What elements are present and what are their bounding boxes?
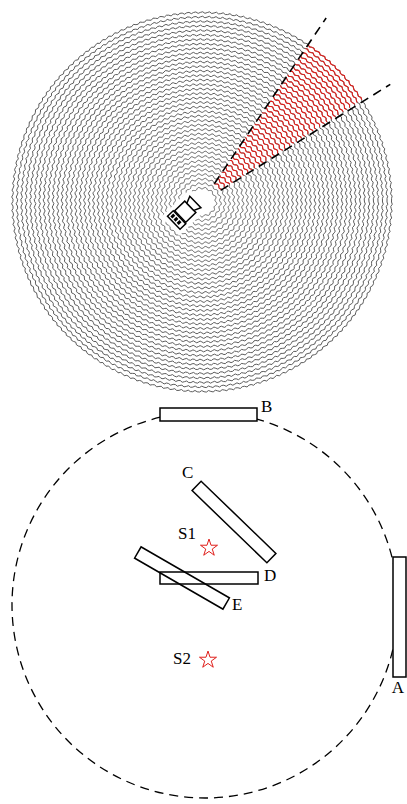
- wave-ring: [138, 138, 267, 267]
- wave-ring: [43, 43, 361, 361]
- sector-ring: [275, 94, 313, 131]
- wave-ring: [106, 106, 298, 298]
- panel-d: [160, 572, 258, 584]
- panel-b: [160, 408, 257, 421]
- wave-ring: [156, 156, 249, 249]
- wave-ring: [61, 61, 343, 343]
- sector-ring: [273, 96, 308, 134]
- wave-ring: [102, 102, 303, 303]
- wave-ring: [115, 115, 289, 289]
- part-label: S1: [177, 525, 197, 543]
- sector-ring: [218, 179, 225, 188]
- boundary-circle: [12, 412, 398, 798]
- wave-ring: [16, 16, 388, 387]
- sector-ring: [268, 105, 302, 139]
- panel-c: [192, 481, 276, 563]
- part-label: A: [391, 679, 405, 697]
- source-star: [199, 651, 216, 667]
- sector-ring: [214, 184, 221, 190]
- film-hole: [177, 220, 182, 225]
- sector-lines: [214, 18, 390, 190]
- wave-ring: [147, 147, 258, 258]
- part-label: E: [231, 596, 243, 614]
- wave-ring: [57, 57, 348, 348]
- wave-ring: [25, 25, 379, 379]
- sector-ring: [278, 90, 316, 130]
- wave-ring: [52, 52, 352, 352]
- wave-ring: [48, 48, 357, 357]
- sector-ring: [227, 165, 241, 177]
- wave-ring: [93, 93, 312, 312]
- film-strip: [168, 211, 186, 230]
- icon-ground: [161, 189, 208, 235]
- part-label: S2: [172, 650, 192, 668]
- wave-ring: [151, 151, 253, 253]
- sector-ring: [306, 49, 358, 103]
- sector-ring: [230, 161, 244, 176]
- sector-ring: [308, 44, 361, 99]
- source-star: [200, 539, 217, 555]
- film-hole: [170, 214, 175, 219]
- source-stars: [199, 539, 217, 667]
- sector-edge: [214, 18, 326, 184]
- wave-ring: [34, 34, 370, 370]
- wave-ring: [21, 21, 383, 384]
- wave-ring: [75, 75, 330, 330]
- sector-ring: [282, 83, 324, 124]
- wave-ring: [84, 84, 321, 321]
- camera-icon: [161, 189, 208, 235]
- wave-ring: [111, 111, 294, 294]
- wave-ring: [12, 12, 393, 392]
- wave-rings: [12, 12, 393, 392]
- wave-ring: [124, 124, 280, 280]
- sector-ring: [233, 156, 248, 172]
- panel-a: [393, 557, 406, 677]
- wave-ring: [133, 133, 271, 271]
- wave-ring: [30, 30, 375, 375]
- wave-ring: [66, 66, 339, 339]
- wave-ring: [120, 120, 285, 285]
- wave-ring: [160, 160, 244, 244]
- sector-ring: [266, 108, 297, 142]
- part-label: C: [181, 464, 194, 482]
- film-hole: [173, 217, 178, 222]
- sector-ring: [225, 167, 236, 180]
- sector-ring: [270, 101, 305, 136]
- sector-ring: [281, 85, 320, 126]
- part-label: D: [263, 567, 277, 585]
- wave-ring: [70, 70, 334, 334]
- wave-ring: [79, 79, 325, 325]
- wave-ring: [39, 39, 366, 366]
- wave-ring: [142, 142, 262, 262]
- wave-ring: [129, 129, 276, 276]
- panel-e: [135, 547, 230, 609]
- wave-ring: [88, 88, 316, 316]
- sector-edge: [221, 84, 391, 190]
- wave-ring: [97, 97, 307, 307]
- camera-lens: [185, 196, 201, 212]
- part-label: B: [260, 398, 273, 416]
